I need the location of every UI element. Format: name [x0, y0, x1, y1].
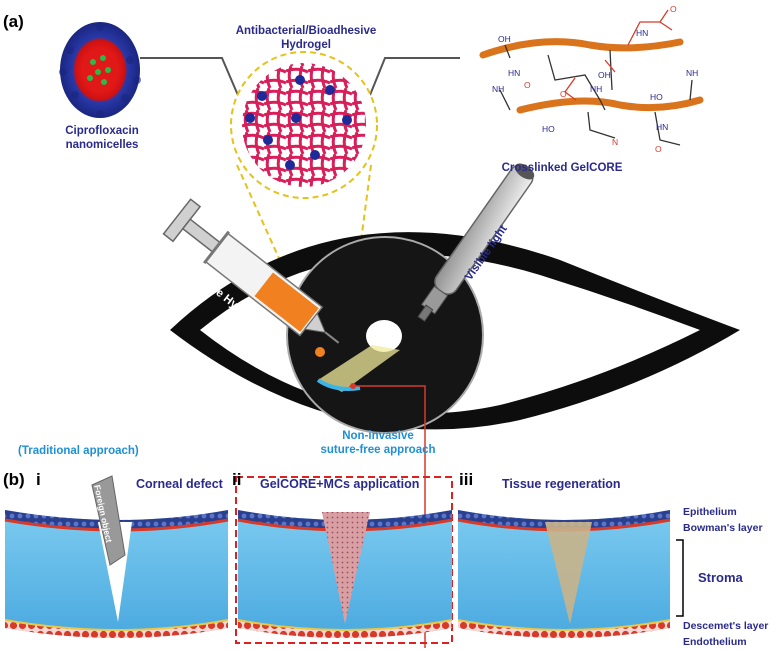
svg-text:NH: NH [492, 84, 504, 94]
step-ii-numeral: ii [232, 470, 242, 489]
svg-text:NH: NH [686, 68, 698, 78]
light-pen-icon [417, 163, 535, 322]
hydrogel-title-line1: Antibacterial/Bioadhesive [235, 25, 377, 37]
layer-stroma: Stroma [698, 570, 743, 585]
step-ii-title: GelCORE+MCs application [260, 477, 420, 491]
approach-label-line2: suture-free approach [320, 444, 436, 456]
layer-epithelium: Epithelium [683, 506, 737, 518]
svg-text:N: N [612, 137, 618, 147]
svg-text:HN: HN [508, 68, 520, 78]
layer-bowman: Bowman's layer [683, 522, 763, 534]
hydrogel-network-icon [230, 51, 378, 199]
syringe-icon [162, 198, 340, 344]
svg-text:HN: HN [656, 122, 668, 132]
gelcore-label: Crosslinked GelCORE [501, 162, 623, 174]
panel-a-label: (a) [3, 12, 24, 31]
nanomicelle-icon [59, 22, 141, 118]
eye-illustration [170, 232, 740, 648]
step-iii-numeral: iii [459, 470, 474, 489]
layer-descemet: Descemet's layer [683, 620, 769, 632]
svg-text:OH: OH [498, 34, 511, 44]
connector-line-right [367, 57, 460, 101]
svg-text:HO: HO [542, 124, 555, 134]
traditional-approach-label: (Traditional approach) [18, 445, 139, 457]
hydrogel-title-line2: Hydrogel [281, 39, 331, 51]
nanomicelles-label: Ciprofloxacin nanomicelles [52, 124, 152, 152]
nanomicelles-label-line2: nanomicelles [65, 139, 139, 151]
svg-text:HO: HO [650, 92, 663, 102]
step-i-title: Corneal defect [136, 477, 223, 491]
step-i-numeral: i [36, 470, 41, 489]
gel-drop [315, 347, 325, 357]
svg-text:HN: HN [636, 28, 648, 38]
layer-endothelium: Endothelium [683, 636, 747, 648]
svg-text:OH: OH [598, 70, 611, 80]
gelcore-structure-icon [479, 9, 704, 146]
cornea-section-regeneration [457, 510, 671, 638]
cornea-section-gelcore [237, 510, 453, 638]
nanomicelles-label-line1: Ciprofloxacin [65, 125, 139, 137]
svg-text:NH: NH [590, 84, 602, 94]
stroma-bracket [676, 539, 684, 617]
hydrogel-title: Antibacterial/Bioadhesive Hydrogel [214, 24, 398, 52]
approach-label: Non-invasive suture-free approach [298, 429, 458, 457]
svg-text:O: O [560, 89, 567, 99]
svg-text:O: O [670, 4, 677, 14]
step-iii-title: Tissue regeneration [502, 477, 621, 491]
panel-b-label: (b) [3, 470, 25, 489]
connector-line-left [140, 57, 241, 101]
foreign-object-icon [91, 475, 126, 566]
svg-text:O: O [524, 80, 531, 90]
svg-text:O: O [655, 144, 662, 154]
approach-label-line1: Non-invasive [342, 430, 414, 442]
chem-group-labels: OH HN O HN OH NH O O NH HO HO HN O N NH [492, 4, 698, 154]
